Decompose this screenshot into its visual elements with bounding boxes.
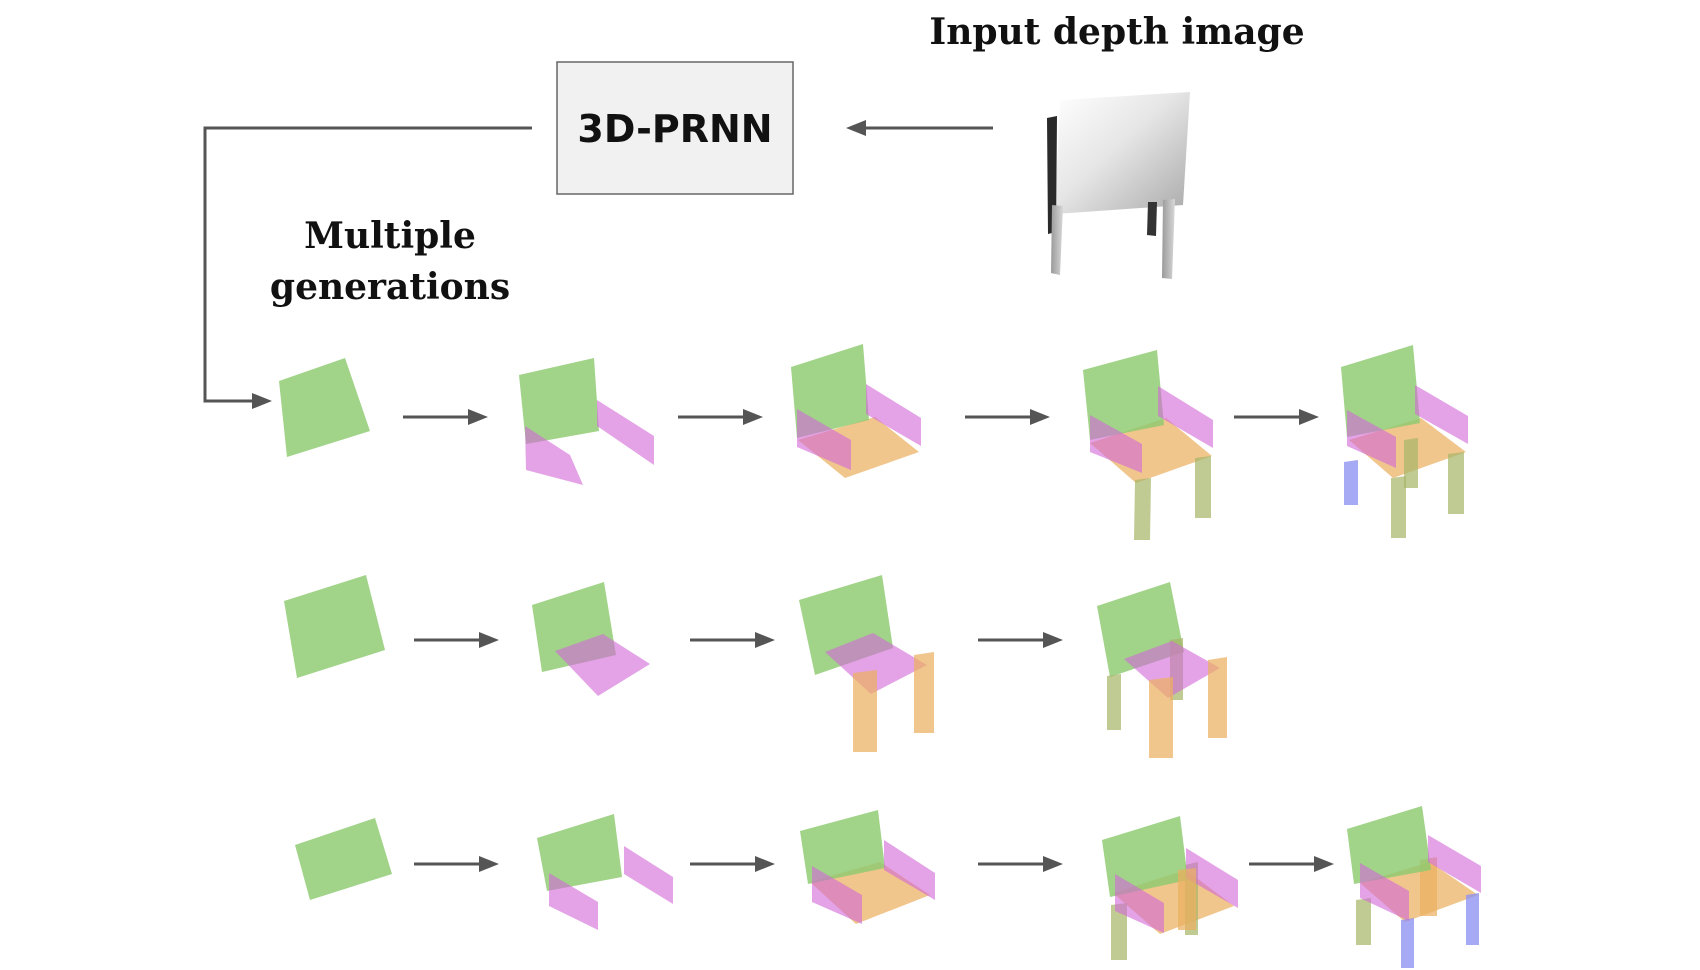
row1-arrow2 (678, 409, 763, 425)
model-name: 3D-PRNN (577, 107, 772, 151)
row2-arrow1 (414, 632, 499, 648)
row1-arrow3 (965, 409, 1050, 425)
row1-step4 (1083, 350, 1213, 540)
row3-step2 (537, 814, 673, 930)
row3-step1 (295, 818, 392, 900)
connector-model-to-generations (203, 126, 532, 409)
row3-step5 (1347, 806, 1481, 968)
input-depth-image (1047, 92, 1190, 279)
row2-step3 (799, 575, 934, 752)
row3-arrow3 (978, 856, 1063, 872)
row3-arrow2 (690, 856, 775, 872)
input-depth-image-title: Input depth image (929, 11, 1304, 53)
multiple-generations-line2: generations (270, 266, 510, 308)
row2-step4 (1097, 582, 1227, 758)
model-box (556, 61, 794, 195)
row2-step2 (532, 582, 650, 696)
row3-arrow4 (1249, 856, 1334, 872)
row1-step2 (519, 358, 654, 485)
row2-arrow2 (690, 632, 775, 648)
row1-arrow1 (403, 409, 488, 425)
generation-row-1 (279, 344, 1468, 540)
generation-row-2 (284, 575, 1227, 758)
row1-step1 (279, 358, 370, 457)
arrow-input-to-model (846, 120, 993, 136)
row1-arrow4 (1234, 409, 1319, 425)
generation-row-3 (295, 806, 1481, 968)
row3-arrow1 (414, 856, 499, 872)
row3-step4 (1102, 816, 1238, 960)
row2-arrow3 (978, 632, 1063, 648)
row3-step3 (800, 810, 935, 924)
multiple-generations-line1: Multiple (304, 215, 476, 257)
row1-step5 (1341, 345, 1468, 538)
row1-step3 (791, 344, 921, 478)
row2-step1 (284, 575, 385, 678)
